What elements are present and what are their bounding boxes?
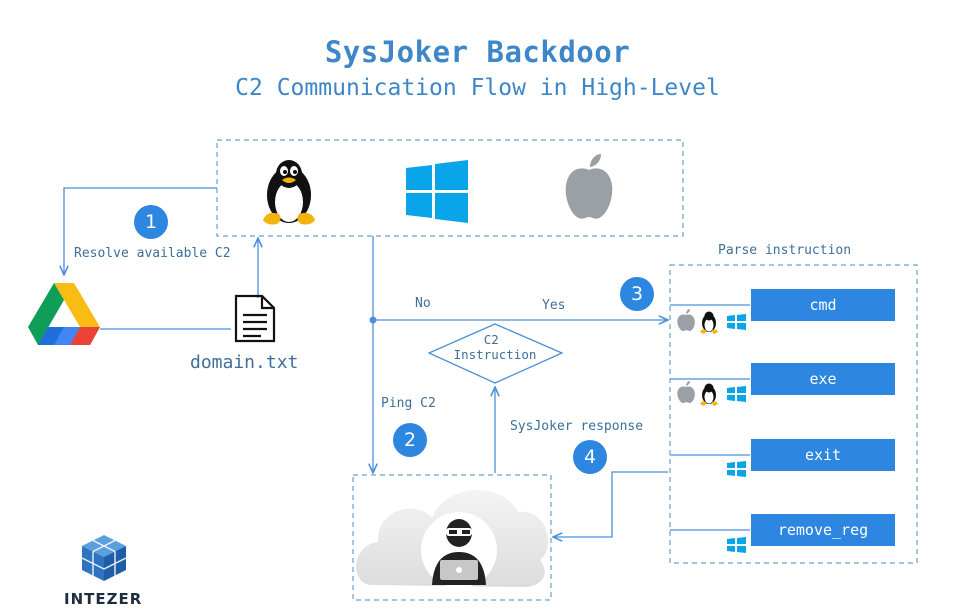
- branch-dot: [369, 316, 377, 324]
- step-3-badge: 3: [620, 277, 654, 311]
- instruction-exit: exit: [751, 439, 895, 471]
- intezer-logo-icon: [81, 535, 127, 581]
- resolve-label: Resolve available C2: [74, 246, 231, 261]
- decision-diamond: [427, 323, 564, 384]
- page-title: SysJoker Backdoor: [324, 35, 631, 69]
- parse-label: Parse instruction: [718, 243, 852, 258]
- windows-icon: [727, 386, 746, 402]
- windows-icon: [727, 537, 746, 553]
- apple-icon: [677, 381, 695, 403]
- instruction-remove-reg: remove_reg: [751, 514, 895, 546]
- step-4-badge: 4: [573, 440, 607, 474]
- windows-icon: [727, 461, 746, 477]
- decision-label: C2 Instruction: [454, 332, 537, 362]
- google-drive-icon: [28, 283, 100, 345]
- linux-icon: [700, 311, 718, 334]
- domain-file-label: domain.txt: [190, 352, 299, 373]
- response-label: SysJoker response: [510, 419, 644, 434]
- windows-icon: [406, 160, 468, 223]
- apple-icon: [677, 309, 695, 331]
- no-label: No: [415, 296, 431, 311]
- instruction-platform-icons: [677, 309, 746, 553]
- instruction-cmd: cmd: [751, 289, 895, 321]
- linux-icon: [700, 383, 718, 406]
- os-to-drive-line: [64, 187, 217, 275]
- yes-label: Yes: [542, 298, 566, 313]
- instruction-container: [669, 264, 918, 564]
- step-1-badge: 1: [134, 205, 168, 239]
- windows-icon: [727, 314, 746, 330]
- linux-icon: [263, 160, 315, 225]
- instruction-exe: exe: [751, 363, 895, 395]
- step-2-badge: 2: [393, 423, 427, 457]
- page-subtitle: C2 Communication Flow in High-Level: [235, 75, 720, 101]
- document-icon: [234, 294, 276, 343]
- apple-icon: [565, 154, 613, 219]
- intezer-brand: INTEZER: [64, 590, 143, 608]
- c2-container: [352, 474, 552, 601]
- response-line: [553, 471, 668, 537]
- ping-label: Ping C2: [381, 396, 436, 411]
- hacker-cloud-icon: [356, 490, 549, 588]
